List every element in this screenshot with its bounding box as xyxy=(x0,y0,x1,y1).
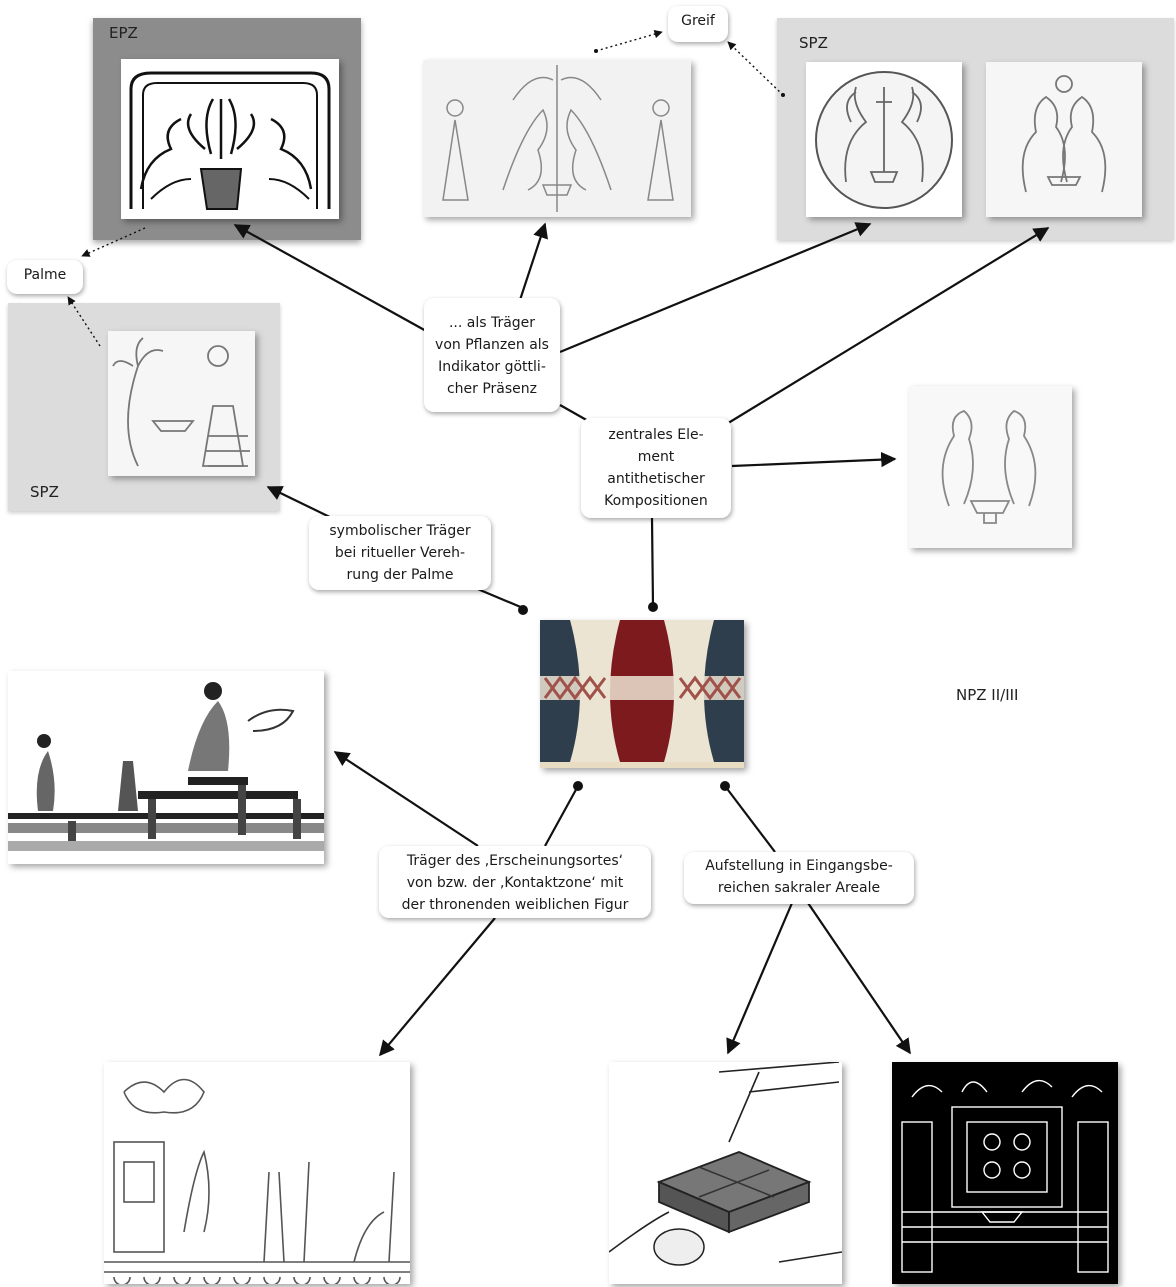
entrance-altar-drawing xyxy=(609,1062,842,1284)
spz-seal-lions xyxy=(986,62,1142,217)
line-fresco-to-erscheinung xyxy=(544,785,579,847)
cylinder-seal-impression xyxy=(423,60,691,217)
greif-pointer-left xyxy=(595,30,663,52)
central-element-bubble: zentrales Ele- ment antithetischer Kompo… xyxy=(581,418,731,518)
spz-palm-worship-seal xyxy=(108,331,255,476)
epz-label: EPZ xyxy=(109,24,138,42)
enthroned-figure-fresco xyxy=(8,671,324,864)
arrow-to-epz xyxy=(233,224,429,333)
arrow-to-palm-altar xyxy=(379,917,496,1057)
arrow-to-shrine-facade xyxy=(807,902,911,1055)
dot-central xyxy=(648,602,658,612)
spz-seal-griffins xyxy=(806,62,962,217)
symbolic-carrier-bubble: symbolischer Träger bei ritueller Vereh-… xyxy=(309,516,491,590)
shrine-facade-drawing xyxy=(892,1062,1118,1284)
dot-symbolic xyxy=(518,605,528,615)
dot-aufstellung xyxy=(720,781,730,791)
apparition-site-bubble: Träger des ‚Erscheinungsortes‘ von bzw. … xyxy=(379,846,651,918)
line-symbolic-to-fresco xyxy=(479,588,524,610)
spz-top-label: SPZ xyxy=(799,34,828,52)
plants-carrier-bubble: ... als Träger von Pflanzen als Indikato… xyxy=(424,298,560,412)
antithetical-animals-seal xyxy=(909,386,1072,548)
period-label: NPZ II/III xyxy=(956,686,1019,704)
arrow-to-entrance-altar xyxy=(726,902,794,1055)
line-fresco-to-aufstellung xyxy=(724,785,776,853)
palm-altar-drawing xyxy=(104,1062,410,1284)
palme-pointer-bottom xyxy=(67,296,101,347)
line-to-central-fresco xyxy=(650,517,655,608)
arrow-to-enthroned-fresco xyxy=(333,751,479,847)
central-fresco-motif xyxy=(540,620,744,768)
arrow-to-animals-seal xyxy=(731,451,897,468)
arrow-to-cylinder-seal xyxy=(518,222,548,301)
arrow-to-lion-seal xyxy=(724,227,1050,426)
greif-label: Greif xyxy=(668,6,728,42)
palme-label: Palme xyxy=(7,260,83,294)
greif-pointer-right xyxy=(727,41,784,96)
arrow-to-griffin-seal xyxy=(559,222,872,354)
palme-pointer-top xyxy=(81,227,146,257)
spz-left-label: SPZ xyxy=(30,483,59,501)
dot-erscheinung xyxy=(573,781,583,791)
epz-seal-drawing xyxy=(121,59,339,219)
entrance-placement-bubble: Aufstellung in Eingangsbe- reichen sakra… xyxy=(684,852,914,904)
